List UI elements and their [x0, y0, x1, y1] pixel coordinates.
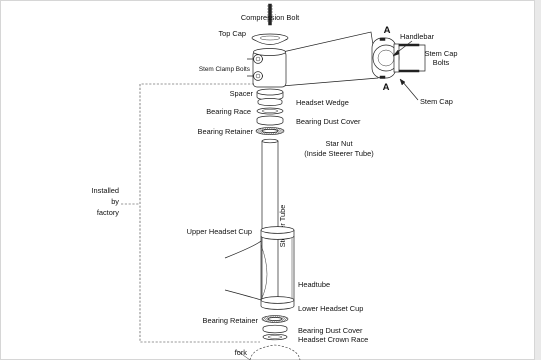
label-handlebar: Handlebar [400, 32, 435, 41]
stem-clamp-bolt-upper [253, 54, 263, 64]
bearing-dust-cover-bottom [262, 324, 288, 334]
bearing-retainer-bottom [261, 315, 289, 323]
bearing-dust-cover-top [256, 115, 284, 126]
handlebar-clamp [371, 37, 400, 79]
compression-bolt [267, 3, 273, 26]
label-bearing-dust-cover-bottom: Bearing Dust Cover [298, 326, 363, 335]
label-star-nut-2: (Inside Steerer Tube) [304, 149, 373, 158]
label-compression-bolt: Compression Bolt [241, 13, 299, 22]
label-steerer-tube: Steerer Tube [278, 205, 287, 248]
label-installed-3: factory [97, 208, 119, 217]
headtube [224, 236, 295, 301]
headset-crown-race [262, 333, 288, 341]
label-top-cap: Top Cap [218, 29, 246, 38]
label-stem-cap: Stem Cap [420, 97, 453, 106]
label-stem-clamp-bolts: Stem Clamp Bolts [199, 66, 250, 73]
fork-crown [235, 344, 301, 360]
bearing-retainer-top [255, 127, 285, 135]
label-installed-2: by [111, 197, 119, 206]
bearing-race [256, 107, 284, 115]
label-fork: fork [235, 348, 248, 357]
headset-wedge [257, 98, 283, 106]
upper-headset-cup [260, 226, 295, 240]
label-headset-crown-race: Headset Crown Race [298, 335, 368, 344]
label-spacer: Spacer [230, 89, 254, 98]
spacer [256, 88, 284, 101]
label-star-nut-1: Star Nut [325, 139, 352, 148]
stem-clamp-bolt-lower [253, 71, 263, 81]
label-upper-headset-cup: Upper Headset Cup [187, 227, 252, 236]
label-bearing-retainer-top: Bearing Retainer [198, 127, 254, 136]
stem [247, 31, 379, 88]
marker-a-bottom: A [383, 82, 390, 93]
label-installed-1: Installed [91, 186, 119, 195]
label-lower-headset-cup: Lower Headset Cup [298, 304, 363, 313]
stem-cap [393, 43, 400, 73]
marker-a-top: A [384, 25, 391, 36]
label-bearing-race: Bearing Race [206, 107, 251, 116]
label-stem-cap-bolts-2: Bolts [433, 58, 450, 67]
label-headset-wedge: Headset Wedge [296, 98, 349, 107]
top-cap [251, 33, 289, 45]
label-bearing-retainer-bottom: Bearing Retainer [203, 316, 259, 325]
steerer-tube [261, 138, 279, 300]
lower-headset-cup [260, 296, 295, 310]
label-stem-cap-bolts-1: Stem Cap [425, 49, 458, 58]
installed-by-factory-bracket [121, 83, 260, 343]
label-headtube: Headtube [298, 280, 330, 289]
label-bearing-dust-cover-top: Bearing Dust Cover [296, 117, 361, 126]
stem-cap-bolts [398, 43, 426, 73]
